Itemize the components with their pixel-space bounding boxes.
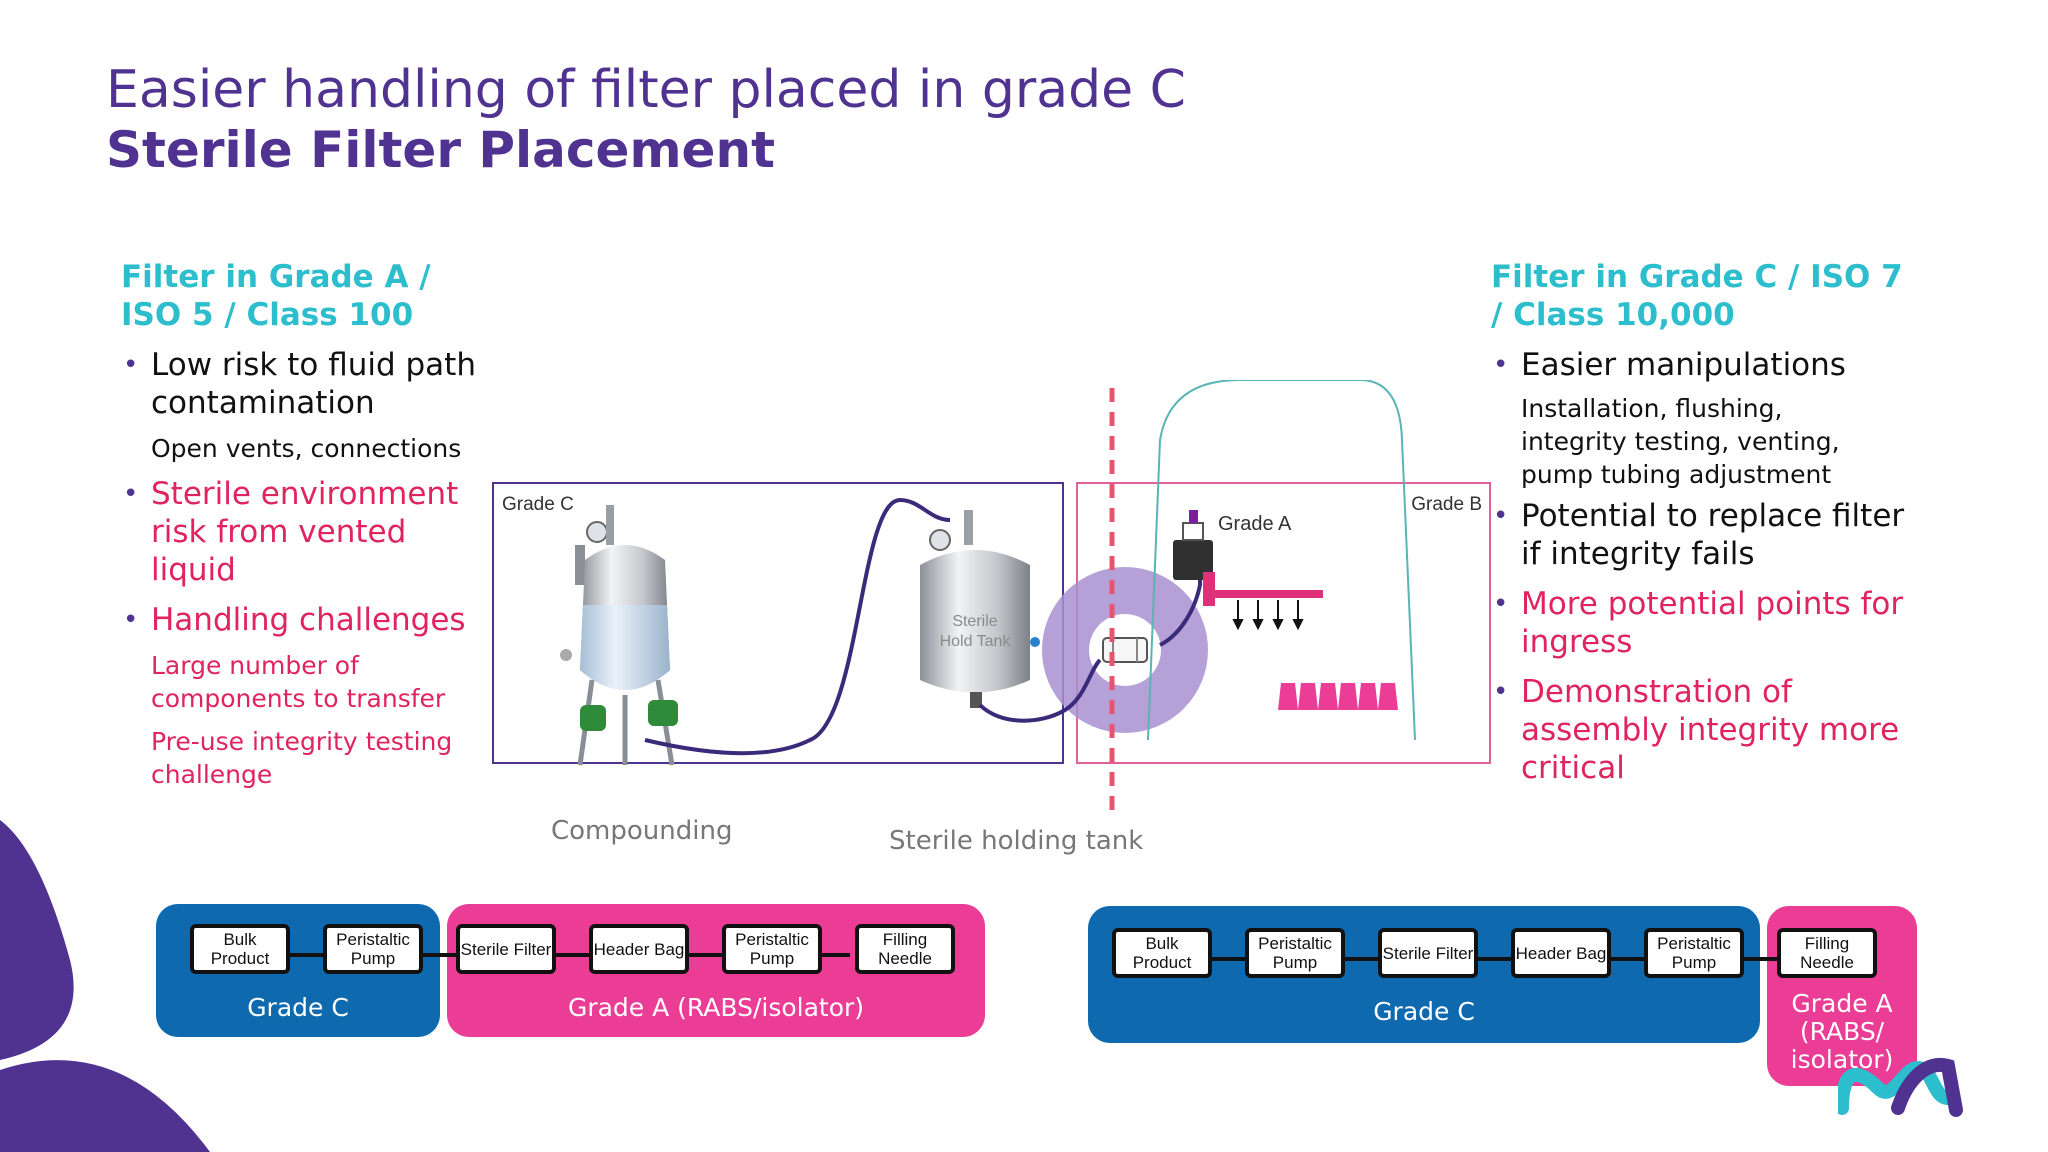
flow-right-step-bulk-product: Bulk Product <box>1112 928 1212 978</box>
left-bullet-1: Low risk to fluid path contamination <box>121 346 481 422</box>
process-diagram: Sterile Hold Tank Grade C Grade B Grad <box>492 380 1491 812</box>
filling-manifold <box>1203 572 1215 606</box>
purple-blob-left <box>0 820 74 1060</box>
compounding-tank-icon <box>560 505 678 766</box>
left-bullet-2: Sterile environment risk from vented liq… <box>121 475 481 589</box>
right-bullet-3: More potential points for ingress <box>1491 585 1921 661</box>
tank-label-line1: Sterile <box>952 613 997 630</box>
flow-right-step-sterile-filter: Sterile Filter <box>1378 928 1478 978</box>
transfer-tubing <box>644 497 951 756</box>
flow-right-step-filling-needle: Filling Needle <box>1777 928 1877 978</box>
flow-left-step-sterile-filter: Sterile Filter <box>456 924 556 974</box>
left-sub-3a: Large number of components to transfer <box>151 651 446 713</box>
purple-blob-bottom <box>0 1060 210 1152</box>
flow-left-grade-a-label: Grade A (RABS/isolator) <box>567 993 865 1022</box>
flow-right-step-peristaltic-pump: Peristaltic Pump <box>1245 928 1345 978</box>
brand-logo-icon <box>1838 1057 1963 1117</box>
left-bullet-3: Handling challenges <box>121 601 481 639</box>
left-sub-1: Open vents, connections <box>151 434 462 463</box>
right-bullet-4: Demonstration of assembly integrity more… <box>1491 673 1921 787</box>
flow-right-connector <box>1160 957 1830 961</box>
vials-icon <box>1278 683 1398 710</box>
left-column-heading: Filter in Grade A / ISO 5 / Class 100 <box>121 259 431 333</box>
sterile-hold-tank-icon <box>920 510 1040 708</box>
zone-left-label: Grade C <box>502 494 574 515</box>
slide-title: Easier handling of filter placed in grad… <box>106 60 1186 120</box>
right-bullet-2: Potential to replace filter if integrity… <box>1491 497 1921 573</box>
zone-right-label: Grade B <box>1411 494 1482 515</box>
flow-right-grade-c-label: Grade C <box>1373 997 1475 1026</box>
flow-left-step-filling-needle: Filling Needle <box>855 924 955 974</box>
left-column: Filter in Grade A / ISO 5 / Class 100 Lo… <box>121 258 481 791</box>
flow-left-step-peristaltic-pump: Peristaltic Pump <box>323 924 423 974</box>
caption-sterile-holding-tank: Sterile holding tank <box>889 826 1144 856</box>
right-column-heading: Filter in Grade C / ISO 7 / Class 10,000 <box>1491 259 1903 333</box>
isolator-arch <box>1147 380 1416 741</box>
flow-left-connector <box>270 953 850 957</box>
slide-subtitle: Sterile Filter Placement <box>106 121 775 179</box>
right-bullet-1: Easier manipulations <box>1491 346 1921 384</box>
right-sub-1: Installation, flushing, integrity testin… <box>1521 394 1840 489</box>
flow-left-step-bulk-product: Bulk Product <box>190 924 290 974</box>
flow-right-step-header-bag: Header Bag <box>1511 928 1611 978</box>
left-sub-3b: Pre-use integrity testing challenge <box>151 727 453 789</box>
grade-a-label: Grade A <box>1218 513 1292 535</box>
flow-left-step-header-bag: Header Bag <box>589 924 689 974</box>
caption-compounding: Compounding <box>551 816 733 846</box>
flow-left-step-peristaltic-pump-2: Peristaltic Pump <box>722 924 822 974</box>
flow-left-grade-c-label: Grade C <box>247 993 349 1022</box>
tank-label-line2: Hold Tank <box>940 633 1012 650</box>
right-column: Filter in Grade C / ISO 7 / Class 10,000… <box>1491 258 1921 787</box>
filling-pump-icon <box>1173 540 1213 580</box>
flow-right-grade-a-label: Grade A (RABS/ isolator) <box>1790 989 1894 1074</box>
flow-right-step-peristaltic-pump-2: Peristaltic Pump <box>1644 928 1744 978</box>
